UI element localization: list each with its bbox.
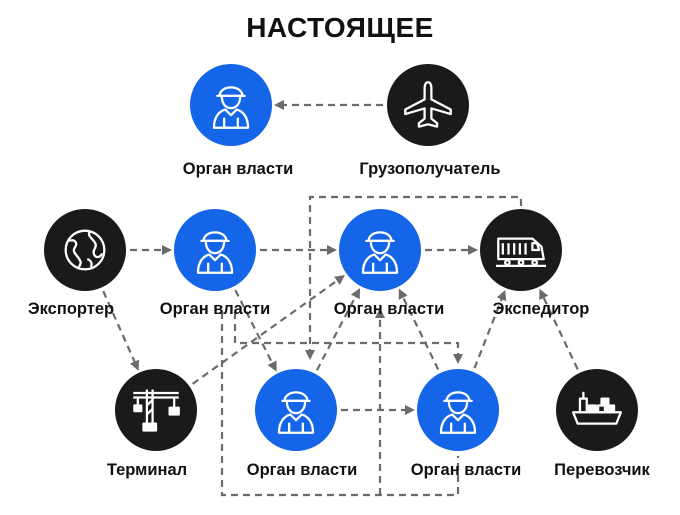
route-mid-to-authority-bot2 xyxy=(233,312,463,364)
node-label-authority-mid1: Орган власти xyxy=(159,300,271,318)
node-label-authority-bot2: Орган власти xyxy=(410,461,522,479)
node-label-authority-mid2: Орган власти xyxy=(333,300,445,318)
node-consignee xyxy=(387,64,469,146)
arrow-authority-bot2-to-mid2 xyxy=(398,288,440,371)
party-circle xyxy=(44,209,126,291)
arrow-carrier-to-forwarder xyxy=(539,288,579,370)
node-label-carrier: Перевозчик xyxy=(554,461,650,479)
arrow-terminal-to-authority-mid2 xyxy=(191,274,346,385)
node-exporter xyxy=(44,209,126,291)
node-carrier xyxy=(556,369,638,451)
node-label-forwarder: Экспедитор xyxy=(492,300,590,318)
node-label-terminal: Терминал xyxy=(106,461,188,479)
connections xyxy=(102,100,579,497)
nodes xyxy=(44,64,638,451)
node-authority-mid1 xyxy=(174,209,256,291)
node-label-authority-top: Орган власти xyxy=(182,160,294,178)
authority-circle xyxy=(174,209,256,291)
node-authority-top xyxy=(190,64,272,146)
authority-circle xyxy=(339,209,421,291)
party-circle xyxy=(115,369,197,451)
route-bottom-loop xyxy=(220,312,460,497)
node-authority-mid2 xyxy=(339,209,421,291)
arrow-exporter-to-terminal xyxy=(102,290,140,371)
node-authority-bot1 xyxy=(255,369,337,451)
node-label-authority-bot1: Орган власти xyxy=(246,461,358,479)
node-authority-bot2 xyxy=(417,369,499,451)
node-label-consignee: Грузополучатель xyxy=(359,160,501,178)
authority-circle xyxy=(255,369,337,451)
arrow-authority-bot1-to-mid2 xyxy=(315,288,361,371)
authority-circle xyxy=(190,64,272,146)
authority-circle xyxy=(417,369,499,451)
party-circle xyxy=(387,64,469,146)
node-label-exporter: Экспортер xyxy=(27,300,115,318)
arrow-authority-mid1-to-bot1 xyxy=(234,289,277,372)
node-terminal xyxy=(115,369,197,451)
diagram-title: НАСТОЯЩЕЕ xyxy=(246,12,434,43)
node-forwarder xyxy=(480,209,562,291)
arrow-authority-bot2-to-forwarder xyxy=(473,290,507,369)
route-forwarder-to-bottom xyxy=(305,195,523,360)
